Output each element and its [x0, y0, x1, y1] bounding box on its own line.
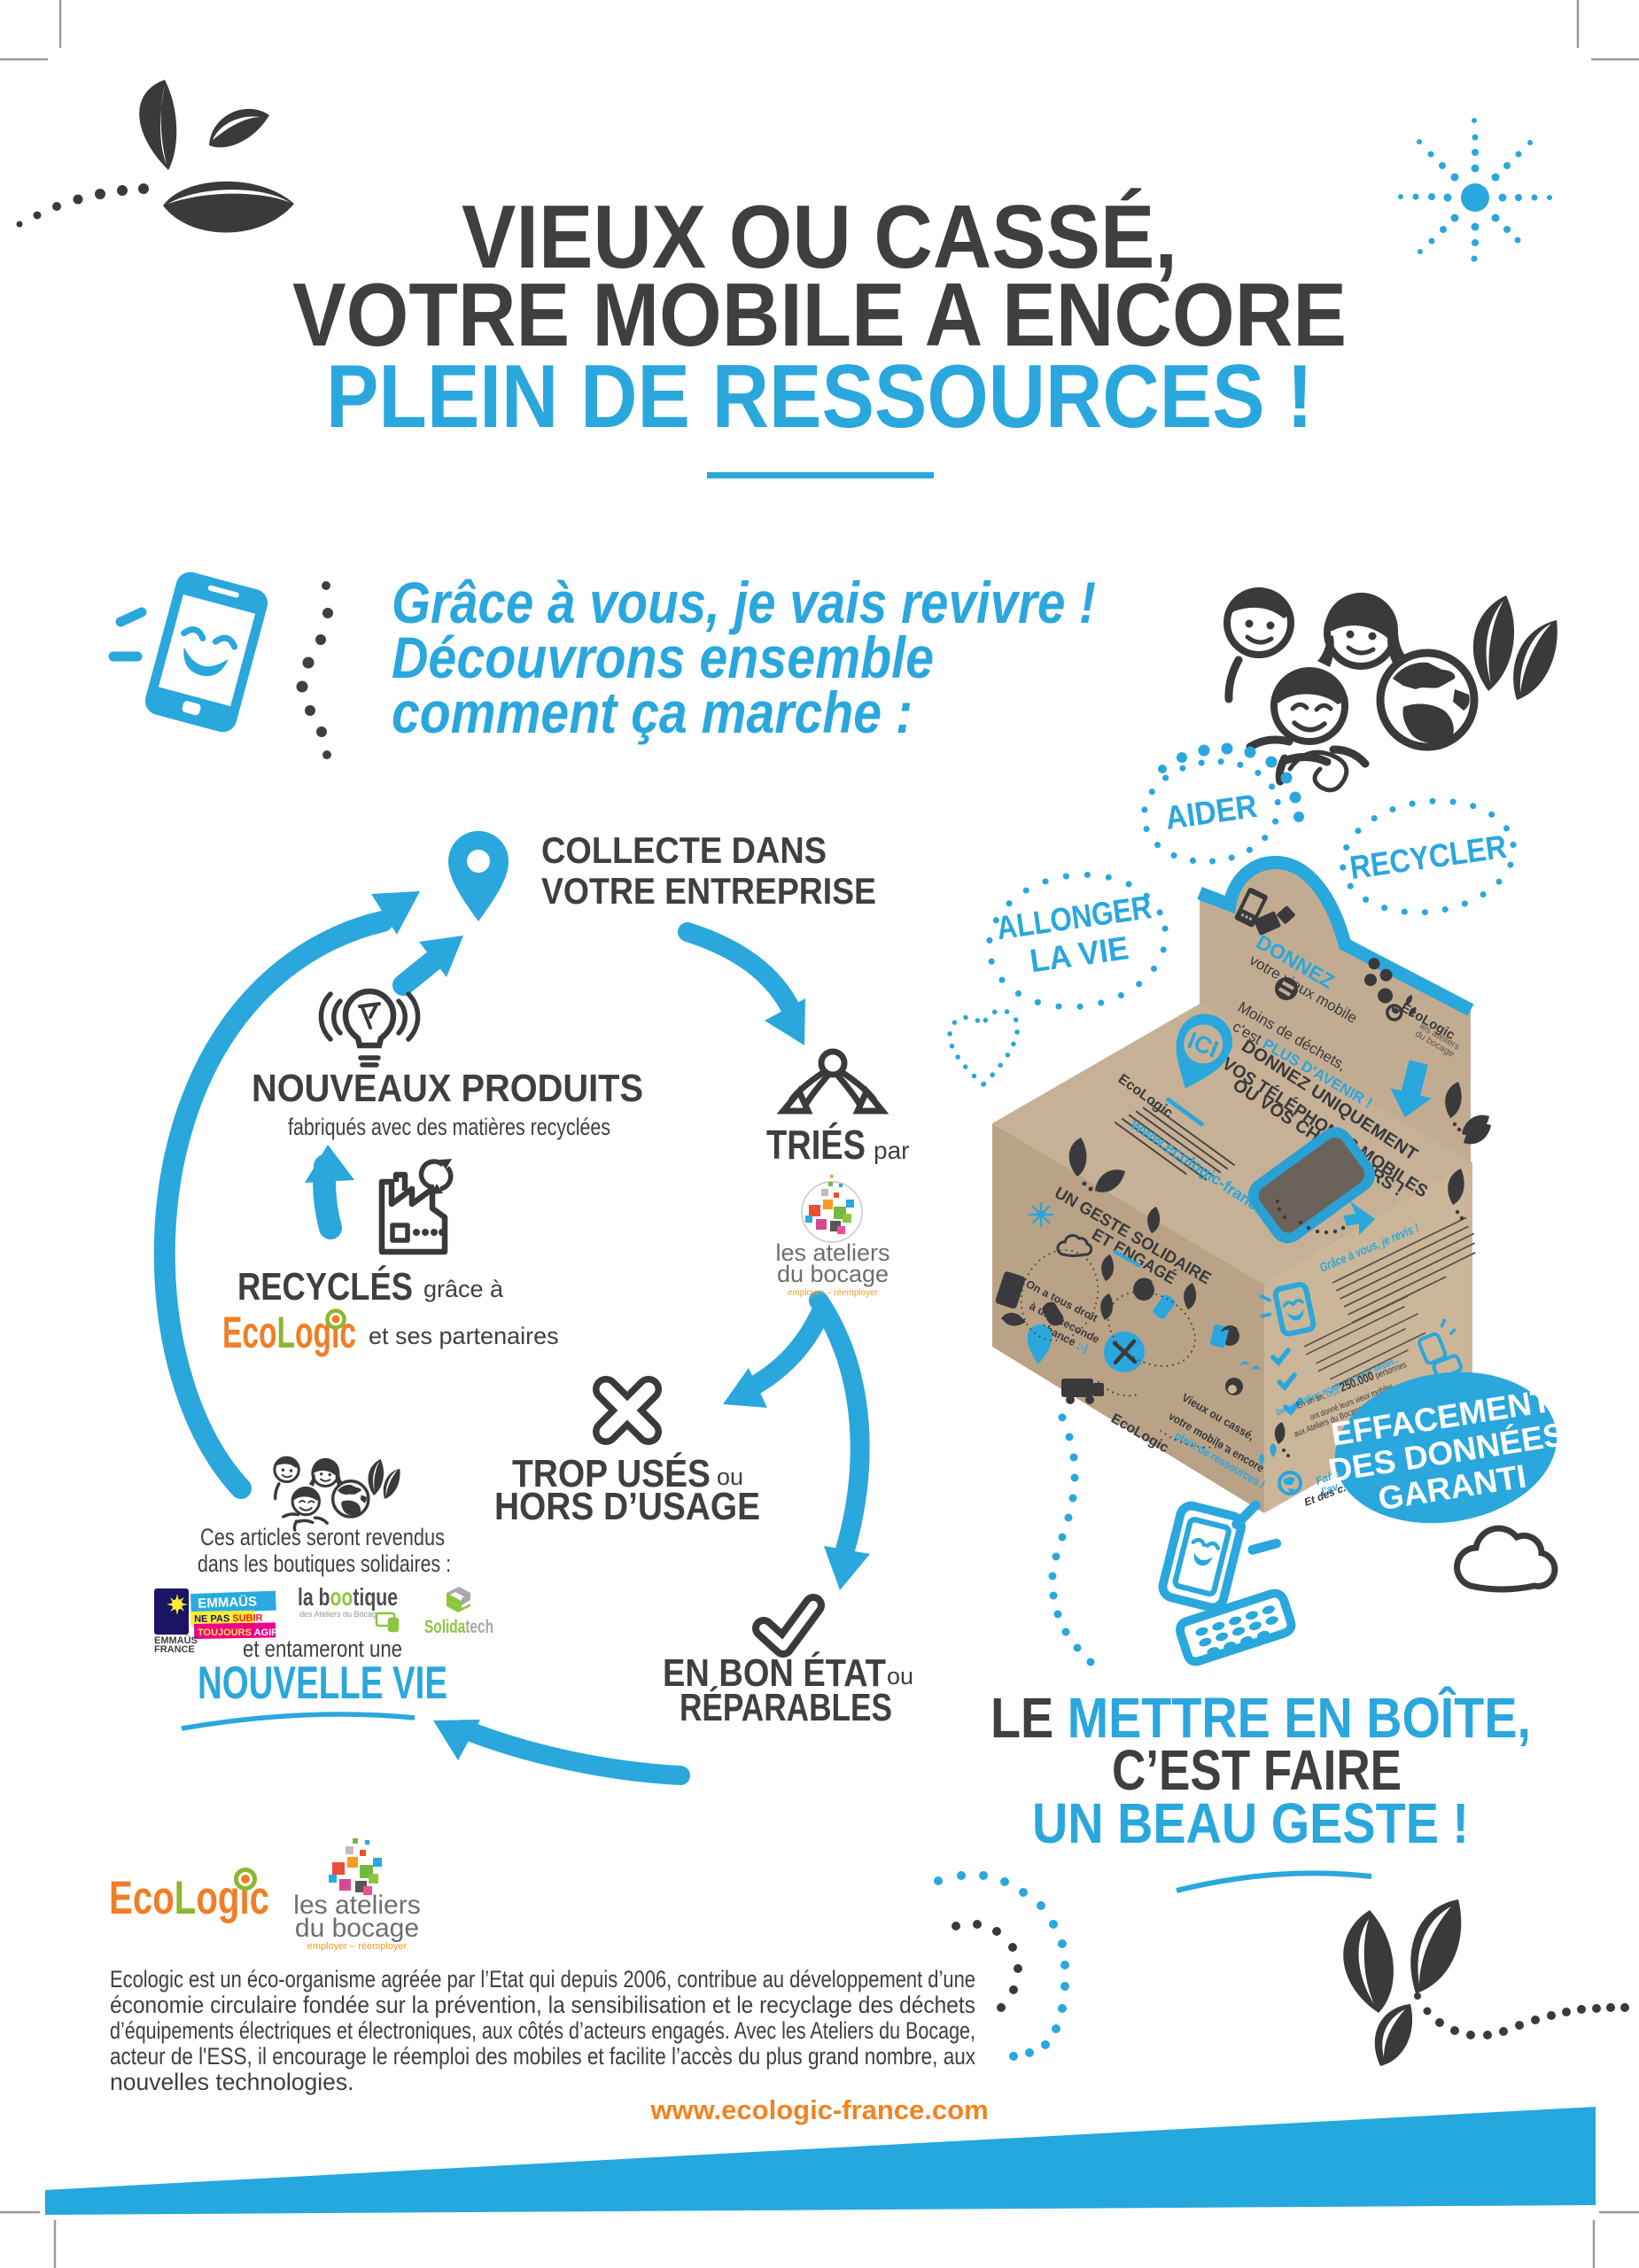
svg-text:et entameront une: et entameront une: [243, 1635, 402, 1662]
svg-text:C’EST FAIRE: C’EST FAIRE: [1112, 1738, 1402, 1802]
svg-text:EN BON ÉTAT: EN BON ÉTAT: [663, 1651, 886, 1695]
svg-text:dans les boutiques solidaires: dans les boutiques solidaires :: [198, 1550, 451, 1577]
svg-text:UN BEAU GESTE !: UN BEAU GESTE !: [1032, 1791, 1469, 1855]
svg-text:EMMAÜS: EMMAÜS: [198, 1594, 257, 1611]
svg-text:RECYCLÉS: RECYCLÉS: [237, 1264, 413, 1309]
svg-text:grâce à: grâce à: [423, 1276, 504, 1302]
svg-text:Ces articles seront revendus: Ces articles seront revendus: [200, 1524, 445, 1550]
svg-text:la bootique: la bootique: [298, 1583, 398, 1611]
svg-text:PLEIN DE RESSOURCES !: PLEIN DE RESSOURCES !: [326, 347, 1313, 447]
svg-text:par: par: [874, 1137, 909, 1164]
svg-text:économie circulaire fondée sur: économie circulaire fondée sur la préven…: [110, 1992, 975, 2018]
svg-text:du bocage: du bocage: [295, 1914, 419, 1943]
svg-text:nouvelles technologies.: nouvelles technologies.: [110, 2069, 354, 2095]
svg-text:EcoLogic: EcoLogic: [222, 1308, 356, 1357]
svg-text:ou: ou: [717, 1464, 743, 1490]
svg-text:comment ça marche :: comment ça marche :: [392, 680, 913, 745]
svg-text:Solidatech: Solidatech: [424, 1617, 493, 1637]
svg-text:EMMAÜS: EMMAÜS: [154, 1635, 198, 1646]
svg-text:employer – réemployer: employer – réemployer: [788, 1288, 879, 1298]
svg-text:EcoLogic: EcoLogic: [109, 1872, 269, 1924]
svg-text:HORS D’USAGE: HORS D’USAGE: [494, 1485, 760, 1528]
svg-text:LE METTRE EN BOÎTE,: LE METTRE EN BOÎTE,: [990, 1685, 1531, 1750]
svg-text:www.ecologic-france.com: www.ecologic-france.com: [649, 2094, 988, 2125]
svg-text:RÉPARABLES: RÉPARABLES: [680, 1685, 892, 1729]
svg-text:VIEUX OU CASSÉ,: VIEUX OU CASSÉ,: [462, 188, 1177, 287]
svg-text:acteur de l'ESS, il encourage: acteur de l'ESS, il encourage le réemplo…: [110, 2043, 975, 2070]
svg-text:des Ateliers du Bocage: des Ateliers du Bocage: [299, 1610, 381, 1619]
svg-text:et ses partenaires: et ses partenaires: [369, 1323, 559, 1349]
svg-text:TOUJOURS AGIR: TOUJOURS AGIR: [198, 1627, 278, 1638]
svg-text:Grâce à vous, je vais revivre: Grâce à vous, je vais revivre !: [392, 570, 1096, 635]
svg-text:Ecologic est un éco-organisme: Ecologic est un éco-organisme agréée par…: [110, 1966, 975, 1992]
svg-text:NE PAS SUBIR: NE PAS SUBIR: [194, 1613, 263, 1625]
svg-text:TRIÉS: TRIÉS: [766, 1122, 866, 1168]
svg-text:FRANCE: FRANCE: [154, 1644, 195, 1655]
svg-text:Découvrons ensemble: Découvrons ensemble: [392, 625, 934, 690]
svg-text:TROP USÉS: TROP USÉS: [512, 1451, 711, 1495]
svg-text:VOTRE ENTREPRISE: VOTRE ENTREPRISE: [541, 870, 876, 912]
svg-text:COLLECTE DANS: COLLECTE DANS: [541, 829, 827, 871]
svg-text:NOUVEAUX PRODUITS: NOUVEAUX PRODUITS: [252, 1067, 643, 1110]
svg-text:ou: ou: [887, 1663, 913, 1689]
svg-text:employer – réemployer: employer – réemployer: [307, 1941, 408, 1952]
svg-text:NOUVELLE VIE: NOUVELLE VIE: [198, 1658, 447, 1709]
svg-text:VOTRE MOBILE A ENCORE: VOTRE MOBILE A ENCORE: [292, 266, 1347, 365]
svg-text:les ateliers: les ateliers: [775, 1239, 889, 1266]
svg-text:du bocage: du bocage: [777, 1261, 889, 1287]
svg-text:les ateliers: les ateliers: [293, 1891, 420, 1920]
svg-text:fabriqués avec des matières re: fabriqués avec des matières recyclées: [288, 1114, 610, 1140]
svg-text:d’équipements électriques et é: d’équipements électriques et électroniqu…: [110, 2017, 975, 2044]
